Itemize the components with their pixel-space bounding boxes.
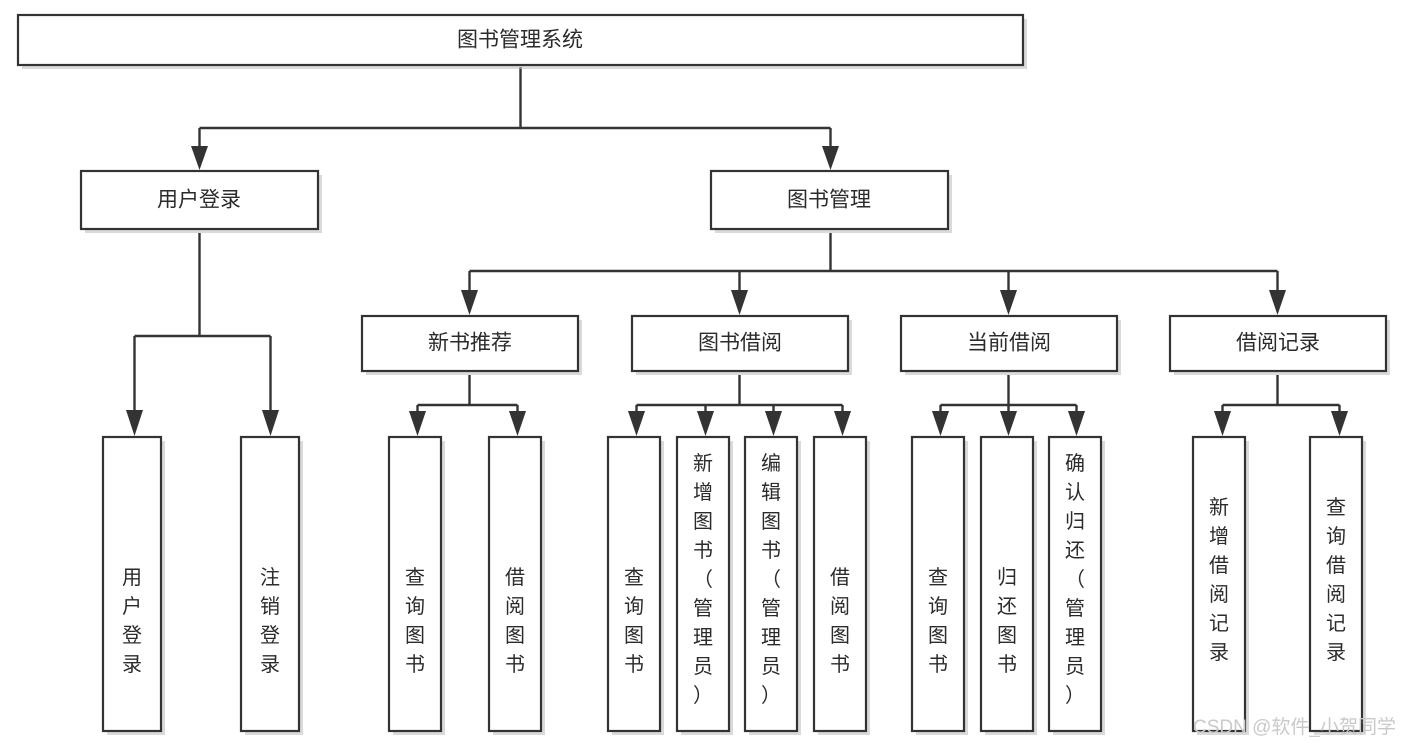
node-rect	[239, 435, 301, 733]
leaf-label: 新增借阅记录	[1209, 496, 1229, 664]
arrow-head-new-book	[461, 290, 478, 315]
leaf-label: 确认归还（管理员）	[1065, 452, 1085, 707]
arrow-head-leaf-book-borrow-1	[628, 411, 645, 436]
arrow-head-leaf-book-borrow-4	[834, 411, 851, 436]
leaf-label: 新增图书（管理员）	[693, 452, 713, 707]
node-rect	[743, 435, 799, 733]
node-rect	[16, 13, 1025, 67]
arrow-head-leaf-current-borrow-1	[932, 411, 949, 436]
node-label-borrow-record: 借阅记录	[1236, 332, 1320, 355]
leaf-node-borrow-record-add[interactable]: 新增借阅记录	[1191, 435, 1249, 735]
node-rect	[79, 169, 320, 231]
csdn-watermark: CSDN @软件_小贺同学	[1193, 716, 1396, 738]
leaf-label: 借阅图书	[505, 566, 525, 676]
node-label-new-book-recommend: 新书推荐	[428, 332, 512, 355]
node-new-book-recommend[interactable]: 新书推荐	[360, 314, 582, 375]
arrow-head-book-mgmt	[822, 146, 839, 170]
leaf-node-book-borrow-borrow[interactable]: 借阅图书	[812, 435, 870, 735]
arrow-head-borrow-record	[1269, 290, 1286, 315]
arrow-head-leaf-current-borrow-2	[1000, 411, 1017, 436]
arrow-head-user-login	[191, 146, 208, 170]
leaf-node-current-borrow-confirm[interactable]: 确认归还（管理员）	[1047, 435, 1105, 735]
node-rect	[812, 435, 868, 733]
leaf-label: 查询图书	[624, 566, 644, 676]
arrow-head-leaf-borrow-record-1	[1214, 411, 1231, 436]
leaf-label: 查询图书	[405, 566, 425, 676]
leaf-label: 借阅图书	[830, 566, 850, 676]
node-rect	[606, 435, 662, 733]
node-rect	[1191, 435, 1247, 733]
arrow-head-leaf-new-book-2	[509, 411, 526, 436]
node-rect	[709, 169, 950, 231]
leaf-label: 编辑图书（管理员）	[761, 452, 781, 707]
node-current-borrow[interactable]: 当前借阅	[899, 314, 1121, 375]
leaf-node-user-login-logout[interactable]: 注销登录	[239, 435, 303, 735]
leaf-label: 查询图书	[928, 566, 948, 676]
node-rect	[360, 314, 580, 373]
arrow-head-leaf-user-login-1	[126, 410, 143, 436]
node-label-root: 图书管理系统	[457, 29, 583, 52]
arrow-head-leaf-borrow-record-2	[1331, 411, 1348, 436]
leaf-node-book-borrow-add[interactable]: 新增图书（管理员）	[675, 435, 733, 735]
leaf-node-current-borrow-query[interactable]: 查询图书	[910, 435, 968, 735]
leaf-node-book-borrow-edit[interactable]: 编辑图书（管理员）	[743, 435, 801, 735]
arrow-head-book-borrow	[731, 290, 748, 315]
node-rect	[979, 435, 1035, 733]
connector-layer	[126, 67, 1348, 436]
leaf-node-user-login-login[interactable]: 用户登录	[101, 435, 165, 735]
node-book-management[interactable]: 图书管理	[709, 169, 952, 233]
node-rect	[1047, 435, 1103, 733]
arrow-head-leaf-book-borrow-2	[697, 411, 714, 436]
leaf-node-new-book-borrow[interactable]: 借阅图书	[487, 435, 545, 735]
node-rect	[1168, 314, 1388, 373]
arrow-head-leaf-new-book-1	[409, 411, 426, 436]
node-rect	[899, 314, 1119, 373]
leaf-node-current-borrow-return[interactable]: 归还图书	[979, 435, 1037, 735]
leaf-label: 注销登录	[260, 566, 280, 676]
node-rect	[1308, 435, 1364, 733]
node-rect	[487, 435, 543, 733]
arrow-head-leaf-user-login-2	[262, 410, 279, 436]
leaf-label: 用户登录	[122, 567, 142, 676]
node-label-current-borrow: 当前借阅	[967, 332, 1051, 355]
node-borrow-record[interactable]: 借阅记录	[1168, 314, 1390, 375]
node-rect	[910, 435, 966, 733]
node-rect	[101, 435, 163, 733]
node-book-borrow[interactable]: 图书借阅	[630, 314, 852, 375]
node-rect	[387, 435, 443, 733]
arrow-head-leaf-current-borrow-3	[1068, 411, 1085, 436]
node-user-login[interactable]: 用户登录	[79, 169, 322, 233]
node-label-book-management: 图书管理	[787, 189, 871, 212]
arrow-head-current-borrow	[1000, 290, 1017, 315]
arrow-head-leaf-book-borrow-3	[765, 411, 782, 436]
node-label-book-borrow: 图书借阅	[698, 332, 782, 355]
leaf-node-book-borrow-query[interactable]: 查询图书	[606, 435, 664, 735]
node-root-book-management-system[interactable]: 图书管理系统	[16, 13, 1027, 69]
node-label-user-login: 用户登录	[157, 189, 241, 212]
leaf-label: 查询借阅记录	[1326, 496, 1346, 664]
node-rect	[675, 435, 731, 733]
leaf-node-new-book-query[interactable]: 查询图书	[387, 435, 445, 735]
leaf-node-borrow-record-query[interactable]: 查询借阅记录	[1308, 435, 1366, 735]
node-rect	[630, 314, 850, 373]
leaf-label: 归还图书	[997, 566, 1017, 676]
